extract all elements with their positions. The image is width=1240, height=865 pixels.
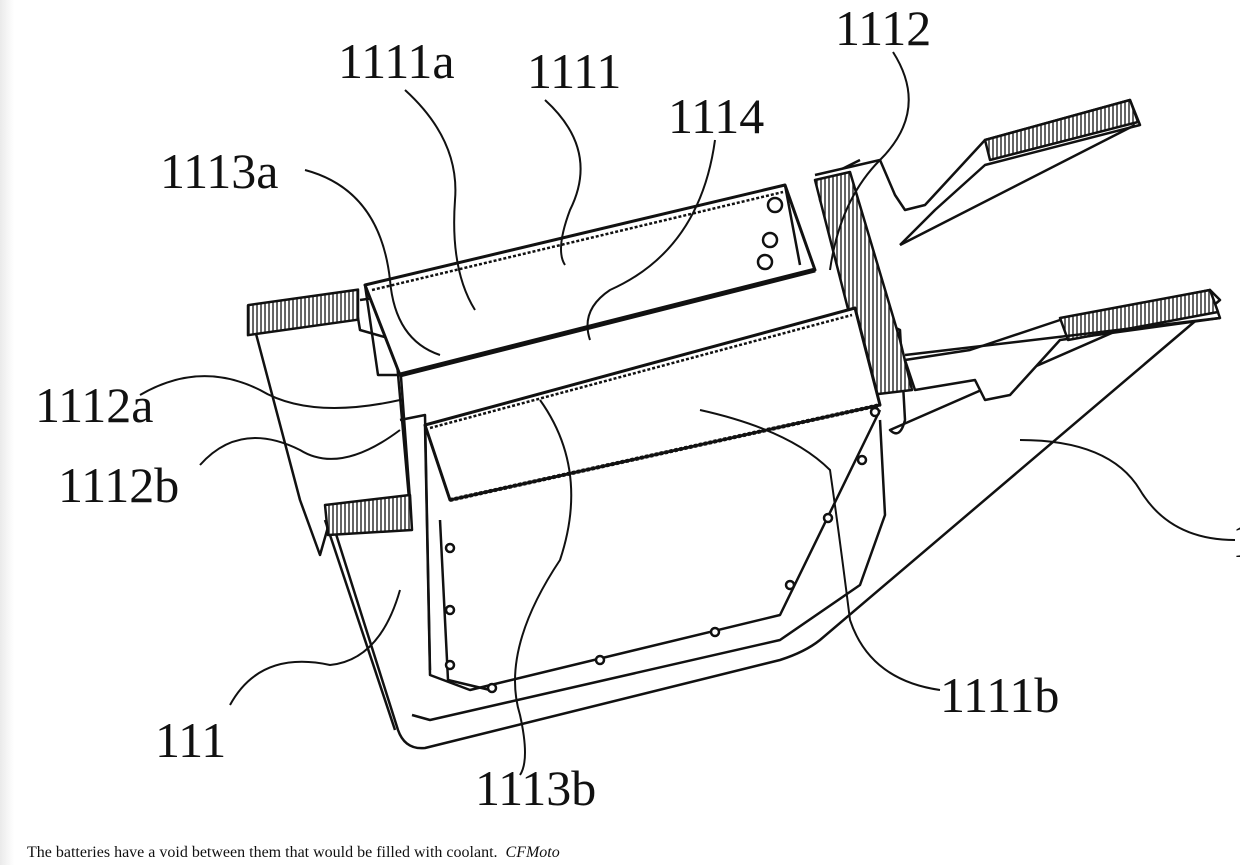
label-1113b: 1113b	[475, 760, 596, 816]
label-1112: 1112	[835, 0, 931, 56]
label-1112b: 1112b	[58, 457, 179, 513]
fork-bracket	[813, 98, 1222, 402]
label-1113a: 1113a	[160, 143, 278, 199]
reference-labels: 1112 1111a 1111 1114 1113a 1112a 1112b 1…	[35, 0, 1240, 816]
battery-module-rear	[363, 183, 817, 378]
caption-credit: CFMoto	[505, 844, 560, 861]
label-1112a: 1112a	[35, 377, 153, 433]
page-edge-shadow	[0, 0, 14, 865]
caption-text: The batteries have a void between them t…	[27, 844, 498, 861]
label-1111b: 1111b	[940, 667, 1059, 723]
leader-lines	[139, 51, 1236, 776]
label-111: 111	[155, 712, 226, 768]
label-1111a: 1111a	[338, 33, 455, 89]
label-cutoff: 1	[1232, 512, 1240, 568]
label-1111: 1111	[527, 43, 621, 99]
label-1114: 1114	[668, 88, 764, 144]
patent-drawing: 1112 1111a 1111 1114 1113a 1112a 1112b 1…	[35, 0, 1240, 816]
battery-module-front	[399, 306, 882, 694]
figure-caption: The batteries have a void between them t…	[27, 844, 560, 862]
